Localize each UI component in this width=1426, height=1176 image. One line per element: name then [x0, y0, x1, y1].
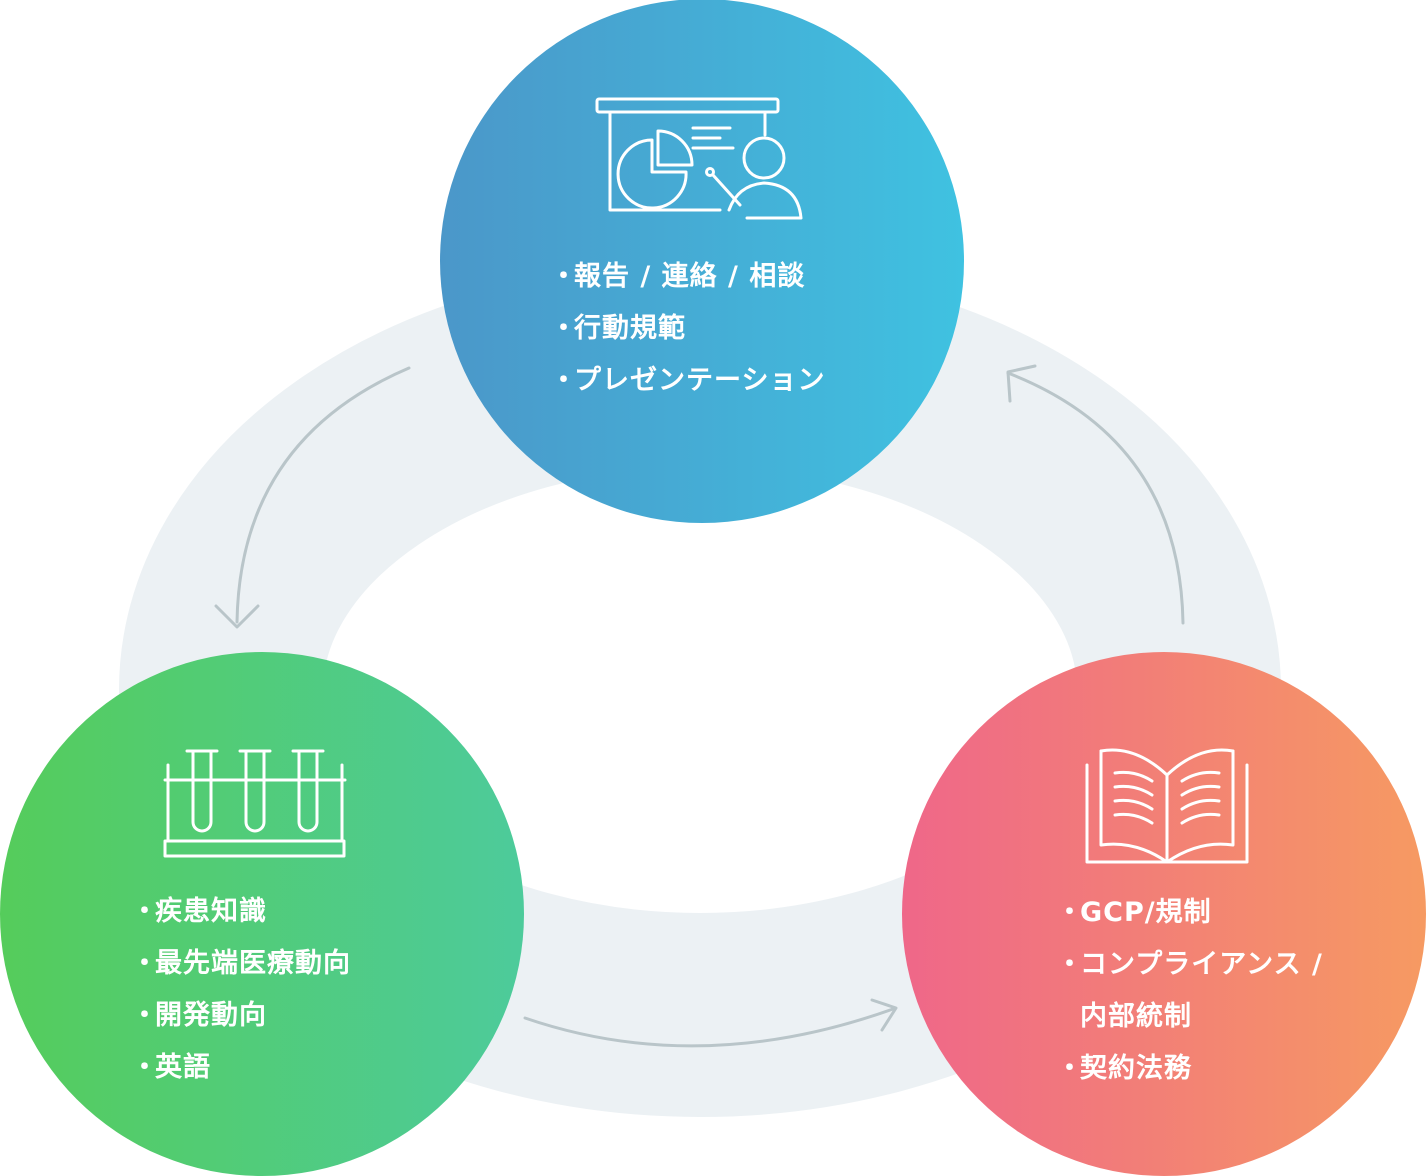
list-item: ・コンプライアンス /: [1056, 939, 1323, 991]
bullet: ・: [131, 1000, 159, 1031]
node-left-text: ・疾患知識 ・最先端医療動向 ・開発動向 ・英語: [131, 886, 351, 1094]
bullet: ・: [1056, 949, 1084, 980]
item-label: 内部統制: [1080, 1001, 1192, 1032]
bullet: ・: [550, 365, 578, 396]
item-label: コンプライアンス /: [1080, 949, 1323, 980]
item-label: GCP/規制: [1080, 897, 1212, 928]
list-item: ・契約法務: [1056, 1043, 1323, 1095]
item-label: プレゼンテーション: [574, 365, 826, 396]
list-item: ・最先端医療動向: [131, 938, 351, 990]
list-item: ・行動規範: [550, 303, 825, 355]
node-top-text: ・報告 / 連絡 / 相談 ・行動規範 ・プレゼンテーション: [550, 251, 825, 407]
item-label: 開発動向: [155, 1000, 267, 1031]
item-label: 報告 / 連絡 / 相談: [574, 261, 806, 292]
node-left-circle: [0, 652, 524, 1176]
item-label: 行動規範: [574, 313, 686, 344]
bullet: ・: [1056, 1053, 1084, 1084]
bullet: ・: [550, 313, 578, 344]
list-item: ・報告 / 連絡 / 相談: [550, 251, 825, 303]
arrow-right-to-top: [1006, 364, 1185, 625]
bullet: ・: [131, 948, 159, 979]
bullet: ・: [1056, 897, 1084, 928]
item-label: 最先端医療動向: [155, 948, 351, 979]
arrow-top-to-left: [214, 366, 411, 629]
presentation-icon: [595, 97, 803, 220]
list-item: ・プレゼンテーション: [550, 355, 825, 407]
arrow-left-to-right: [523, 998, 898, 1048]
list-item: ・開発動向: [131, 990, 351, 1042]
list-item: ・GCP/規制: [1056, 887, 1323, 939]
test-tubes-icon: [163, 749, 347, 858]
list-item-continuation: 内部統制: [1056, 991, 1323, 1043]
bullet: ・: [131, 1052, 159, 1083]
node-right-circle: [902, 652, 1426, 1176]
node-right-text: ・GCP/規制 ・コンプライアンス / 内部統制 ・契約法務: [1056, 887, 1323, 1095]
open-book-icon: [1085, 748, 1249, 864]
bullet: ・: [131, 896, 159, 927]
item-label: 英語: [155, 1052, 211, 1083]
bullet: ・: [550, 261, 578, 292]
item-label: 疾患知識: [155, 896, 267, 927]
list-item: ・疾患知識: [131, 886, 351, 938]
item-label: 契約法務: [1080, 1053, 1192, 1084]
node-top-circle: [440, 0, 964, 523]
list-item: ・英語: [131, 1042, 351, 1094]
